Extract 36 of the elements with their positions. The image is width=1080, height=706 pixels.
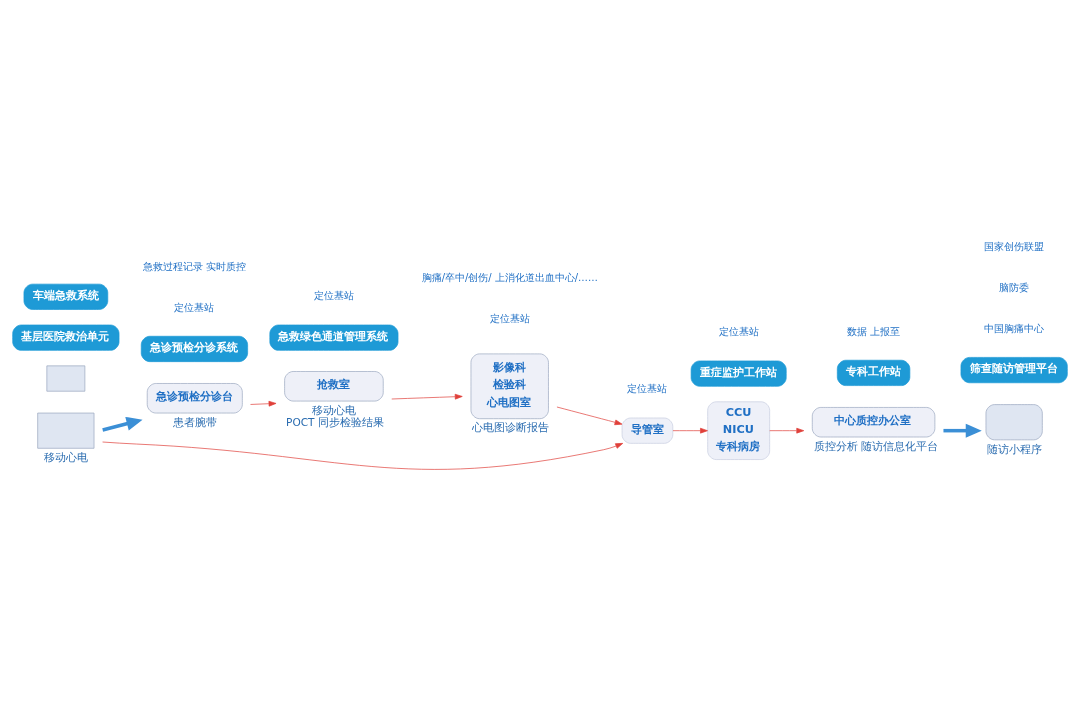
arrow <box>769 427 805 434</box>
node-label: 质控分析 随访信息化平台 <box>813 439 939 452</box>
arrow <box>102 416 143 432</box>
label: 中国胸痛中心 <box>984 322 1045 334</box>
label: 定位基站 <box>174 301 215 313</box>
node-box: CCU NICU 专科病房 <box>707 401 770 460</box>
node-label: 随访小程序 <box>987 442 1043 455</box>
node-label: 患者腕带 <box>173 415 218 428</box>
label: 定位基站 <box>718 326 759 338</box>
label: 胸痛/卒中/创伤/ 上消化道出血中心/…… <box>421 272 598 284</box>
label: 脑防委 <box>999 281 1030 293</box>
label: 数据 上报至 <box>847 325 901 337</box>
node-box: 车端急救系统 <box>23 283 109 310</box>
node-box: 重症监护工作站 <box>690 360 787 387</box>
arrow <box>556 406 623 426</box>
node-label: 移动心电 <box>312 403 357 416</box>
label: 定位基站 <box>489 312 530 324</box>
label: 定位基站 <box>627 383 668 395</box>
label: 急救过程记录 实时质控 <box>142 260 247 272</box>
arrow <box>943 423 982 438</box>
node-box: 基层医院救治单元 <box>12 324 120 351</box>
node-box: 急救绿色通道管理系统 <box>269 324 399 351</box>
label: 定位基站 <box>313 290 354 302</box>
node-label: POCT 同步检验结果 <box>286 415 384 428</box>
node-label: 心电图诊断报告 <box>472 421 550 434</box>
node-box: 导管室 <box>621 417 674 444</box>
arrow <box>672 427 708 434</box>
label: 国家创伤联盟 <box>984 241 1045 253</box>
node-label: 移动心电 <box>44 450 89 463</box>
node-box: 筛查随访管理平台 <box>960 357 1068 384</box>
node-box: 专科工作站 <box>836 359 911 386</box>
node-box <box>46 365 86 392</box>
arrow <box>102 441 624 470</box>
node-box: 急诊预检分诊系统 <box>140 335 248 362</box>
arrow <box>250 400 277 407</box>
arrow <box>391 393 463 400</box>
